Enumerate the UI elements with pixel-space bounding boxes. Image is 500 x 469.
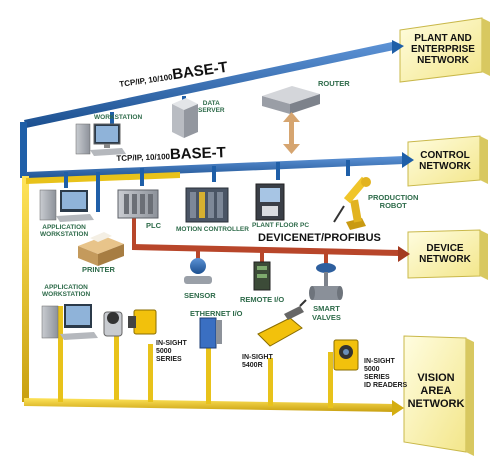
app-workstation-2-label: APPLICATION WORKSTATION: [42, 284, 91, 298]
insight-5400r-label: IN-SIGHT 5400R: [242, 354, 273, 369]
router-device: [262, 86, 320, 114]
plant-floor-pc-label: PLANT FLOOR PC: [252, 222, 310, 229]
insight-5400r-camera: [257, 299, 307, 347]
plc-device: [117, 189, 159, 219]
data-server-device: [172, 98, 198, 138]
remote-io-label: REMOTE I/O: [240, 295, 285, 304]
vision-network-label: VISION AREA NETWORK: [407, 372, 465, 410]
lower-bus-prefix: TCP/IP, 10/100: [116, 152, 171, 163]
plant-network-label: PLANT AND ENTERPRISE NETWORK: [411, 33, 475, 66]
vision-network-tag: [403, 335, 474, 456]
data-server-label: DATA SERVER: [198, 100, 225, 114]
control-network-label: CONTROL NETWORK: [419, 150, 471, 172]
router-label: ROUTER: [318, 79, 350, 88]
device-network-tag: [407, 229, 488, 280]
printer-device: [78, 232, 124, 266]
devicenet-label: DEVICENET/PROFIBUS: [258, 232, 381, 244]
app-workstation-2-device: [41, 304, 98, 340]
motion-controller-label: MOTION CONTROLLER: [176, 226, 249, 233]
production-robot-device: [333, 176, 371, 230]
upper-ethernet-bus: [20, 40, 404, 178]
lower-bus-label: TCP/IP, 10/100BASE-T: [116, 144, 226, 166]
plant-network-tag: [399, 17, 490, 83]
plc-label: PLC: [146, 221, 161, 230]
ethernet-io-label: ETHERNET I/O: [190, 309, 243, 318]
ethernet-io-device: [199, 317, 222, 349]
insight-id-readers-label: IN-SIGHT 5000 SERIES ID READERS: [364, 358, 408, 389]
control-network-tag: [407, 135, 488, 187]
smart-valves-label: SMART VALVES: [312, 304, 341, 322]
device-network-label: DEVICE NETWORK: [419, 243, 471, 265]
printer-label: PRINTER: [82, 265, 115, 274]
workstation-label: WORKSTATION: [94, 114, 143, 121]
router-arrow: [283, 112, 300, 154]
sensor-label: SENSOR: [184, 291, 216, 300]
insight-5000-label: IN-SIGHT 5000 SERIES: [156, 340, 187, 363]
plant-floor-pc-device: [255, 183, 285, 221]
insight-5000-camera: [103, 309, 157, 337]
insight-id-reader-camera: [333, 339, 359, 371]
workstation-device: [75, 123, 126, 156]
app-workstation-1-device: [39, 189, 94, 222]
lower-bus-suffix: BASE-T: [169, 144, 227, 164]
motion-controller-device: [185, 187, 229, 223]
sensor-device: [184, 258, 212, 284]
remote-io-device: [253, 261, 271, 291]
smart-valves-device: [309, 263, 343, 300]
app-workstation-1-label: APPLICATION WORKSTATION: [40, 224, 89, 238]
production-robot-label: PRODUCTION ROBOT: [368, 193, 419, 210]
